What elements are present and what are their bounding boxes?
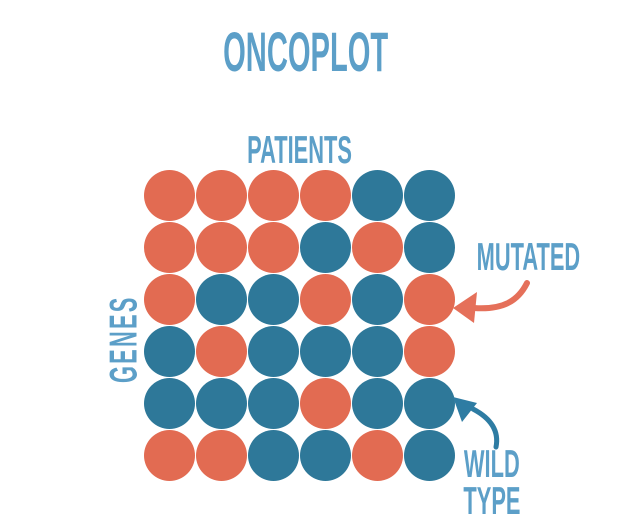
genes-axis-label-text: GENES — [102, 295, 146, 384]
oncoplot-cell-wild_type — [300, 430, 351, 481]
mutated-legend-label-text: MUTATED — [476, 236, 581, 279]
oncoplot-cell-mutated — [144, 274, 195, 325]
mutated-legend-label: MUTATED — [436, 238, 596, 277]
wild-type-legend-label: WILD TYPE — [412, 443, 572, 523]
oncoplot-cell-wild_type — [248, 378, 299, 429]
oncoplot-cell-wild_type — [352, 274, 403, 325]
oncoplot-cell-wild_type — [404, 222, 455, 273]
wild-type-legend-line1: WILD — [464, 443, 520, 486]
mutated-arrow-curve — [471, 280, 530, 312]
oncoplot-cell-mutated — [248, 170, 299, 221]
page-title-text: ONCOPLOT — [223, 20, 389, 83]
oncoplot-cell-mutated — [144, 170, 195, 221]
oncoplot-cell-mutated — [404, 274, 455, 325]
oncoplot-cell-mutated — [300, 378, 351, 429]
oncoplot-cell-wild_type — [300, 326, 351, 377]
oncoplot-cell-wild_type — [404, 170, 455, 221]
oncoplot-cell-wild_type — [144, 326, 195, 377]
oncoplot-cell-mutated — [248, 222, 299, 273]
oncoplot-cell-wild_type — [352, 170, 403, 221]
oncoplot-cell-wild_type — [352, 326, 403, 377]
patients-axis-label: PATIENTS — [155, 131, 445, 170]
oncoplot-cell-mutated — [144, 222, 195, 273]
oncoplot-cell-wild_type — [144, 378, 195, 429]
oncoplot-cell-wild_type — [196, 378, 247, 429]
oncoplot-cell-mutated — [196, 430, 247, 481]
mutated-arrow-head — [453, 292, 477, 323]
oncoplot-cell-mutated — [196, 170, 247, 221]
oncoplot-cell-wild_type — [196, 274, 247, 325]
oncoplot-cell-mutated — [196, 326, 247, 377]
oncoplot-cell-mutated — [352, 222, 403, 273]
oncoplot-cell-wild_type — [404, 378, 455, 429]
oncoplot-cell-mutated — [300, 274, 351, 325]
wild-type-arrow-curve — [470, 406, 500, 450]
oncoplot-cell-wild_type — [300, 222, 351, 273]
wild-type-arrow-head — [453, 397, 477, 422]
oncoplot-cell-mutated — [144, 430, 195, 481]
page-title: ONCOPLOT — [147, 22, 437, 82]
genes-axis-label: GENES — [102, 195, 146, 485]
patients-axis-label-text: PATIENTS — [247, 129, 353, 172]
oncoplot-cell-wild_type — [352, 378, 403, 429]
oncoplot-cell-mutated — [404, 326, 455, 377]
mutated-arrow-icon — [453, 280, 530, 323]
wild-type-arrow-icon — [453, 397, 500, 450]
oncoplot-cell-mutated — [300, 170, 351, 221]
wild-type-legend-line2: TYPE — [463, 480, 521, 523]
oncoplot-cell-wild_type — [248, 274, 299, 325]
oncoplot-cell-mutated — [196, 222, 247, 273]
oncoplot-cell-wild_type — [404, 430, 455, 481]
oncoplot-grid — [144, 170, 456, 482]
oncoplot-cell-mutated — [352, 430, 403, 481]
oncoplot-cell-wild_type — [248, 326, 299, 377]
oncoplot-cell-wild_type — [248, 430, 299, 481]
